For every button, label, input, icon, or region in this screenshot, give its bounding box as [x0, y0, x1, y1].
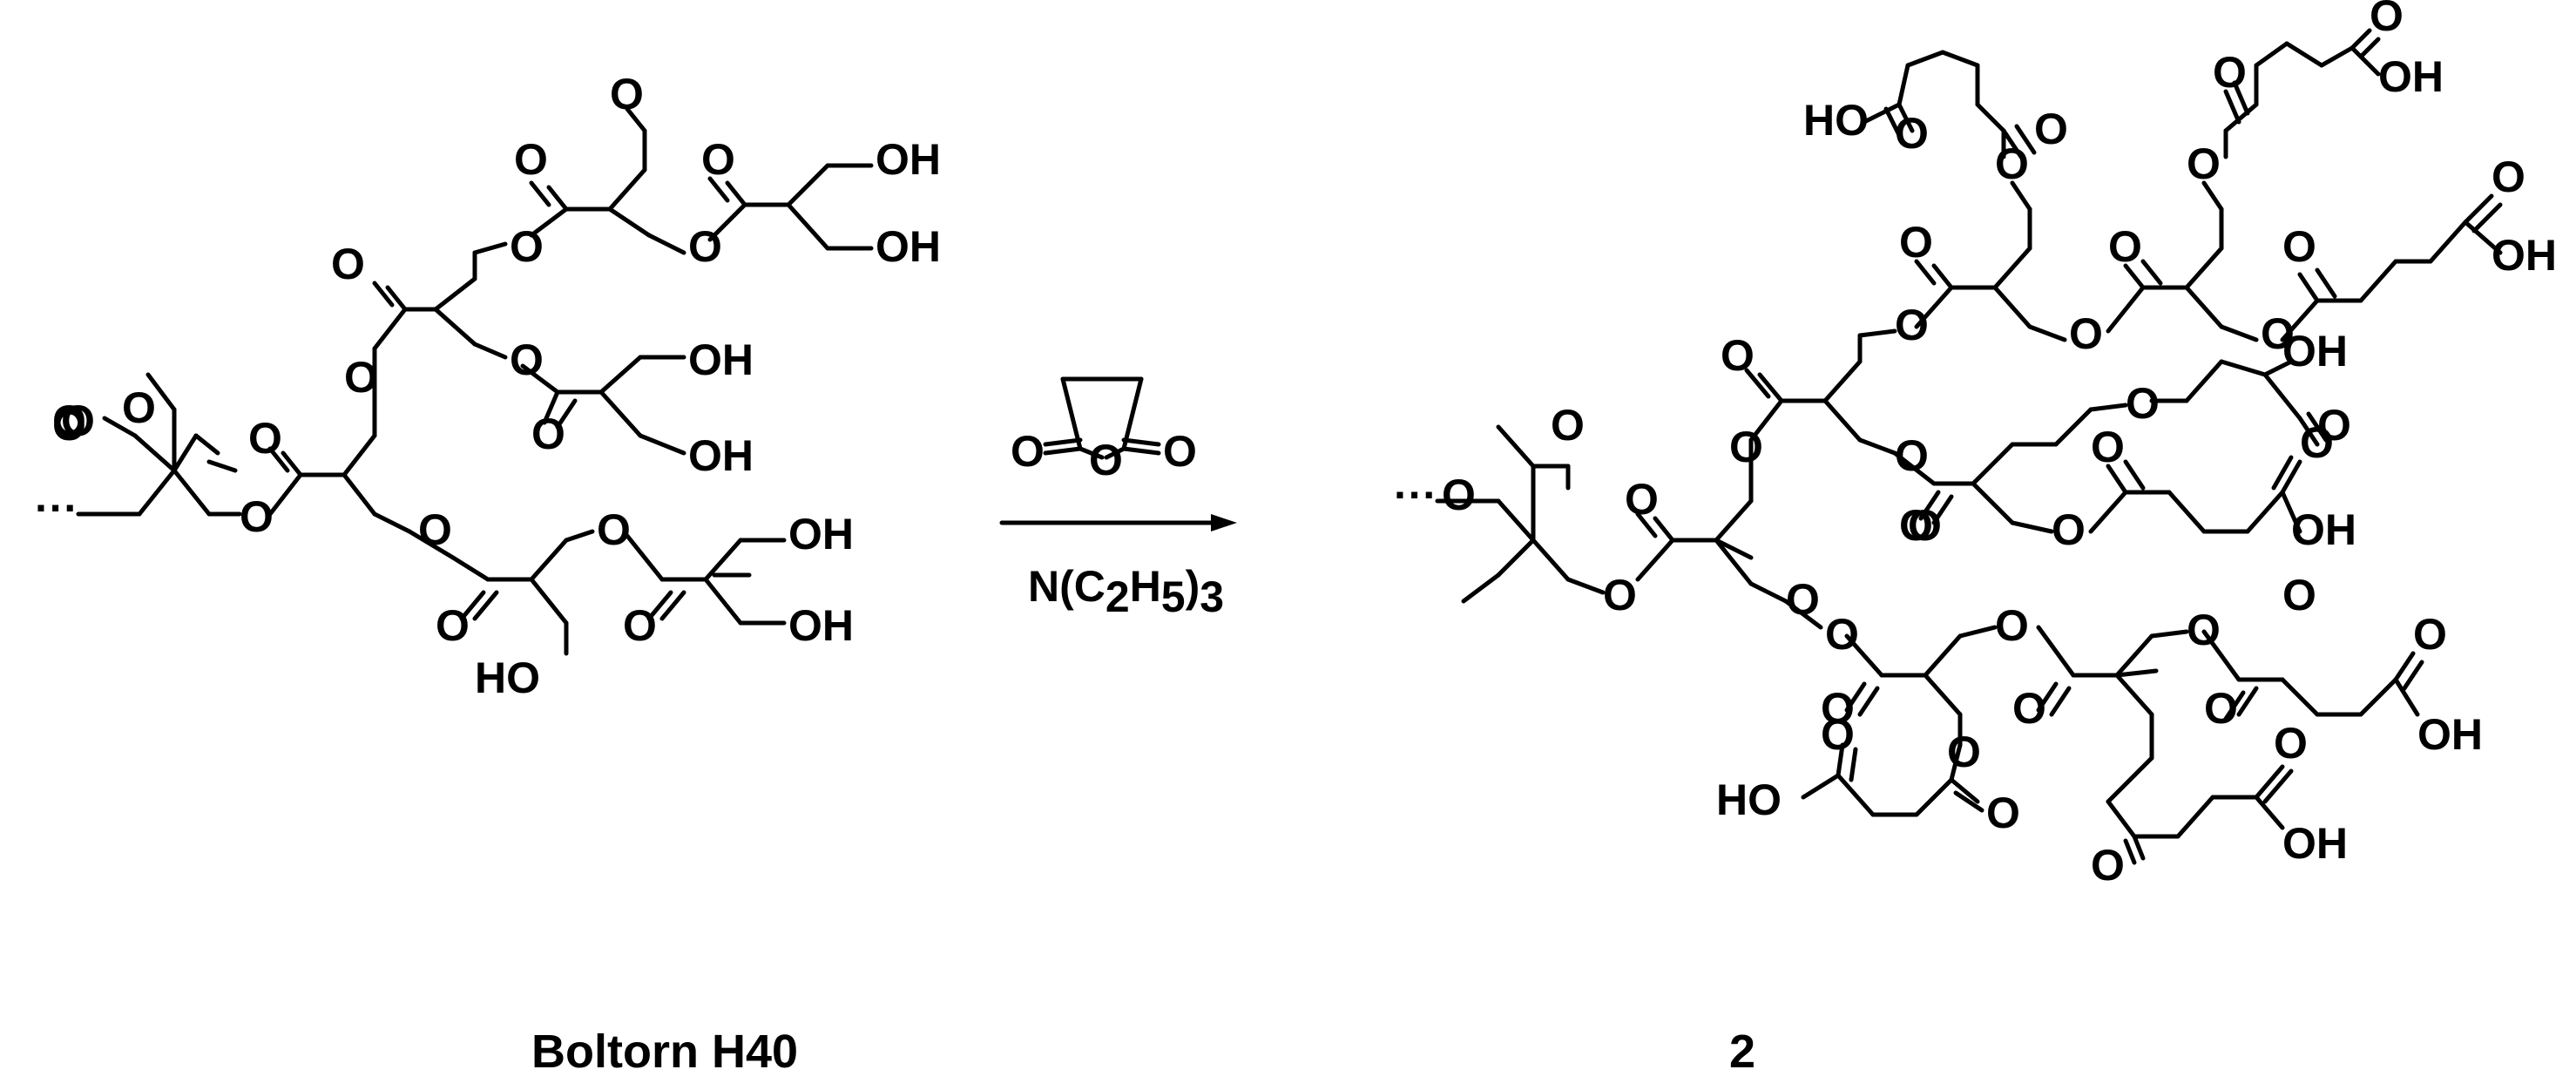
product-atom: O	[2413, 610, 2447, 659]
product-atom: O	[2012, 684, 2046, 733]
product-oh: OH	[2282, 327, 2348, 376]
product-atom: O	[1895, 431, 1929, 480]
reactant-atom: O	[418, 505, 452, 554]
reactant-atom: O	[597, 505, 631, 554]
product-atom: O	[1825, 610, 1859, 659]
product-atom: O	[1442, 470, 1476, 519]
product-atom-labels: ··· O O O O O O O O O O O O O O O O O O …	[1394, 0, 2557, 890]
reactant-atom: O	[701, 135, 735, 184]
product-atom: O	[1899, 218, 1933, 267]
product-oh: OH	[2378, 52, 2444, 101]
product-atom: O	[1729, 423, 1763, 471]
reactant-atom: O	[436, 601, 470, 650]
product-atom: O	[1908, 501, 1942, 550]
product-atom: O	[2282, 571, 2316, 619]
anhydride-atom: O	[1011, 427, 1045, 476]
product-atom: O	[2126, 379, 2160, 428]
reactant-oh: OH	[788, 601, 854, 650]
reactant-oh: OH	[788, 510, 854, 558]
product-atom: O	[2091, 423, 2125, 471]
reactant-atom: O	[510, 335, 544, 384]
product-atom: O	[1947, 728, 1981, 776]
product-atom: O	[1721, 331, 1755, 380]
product-atom: O	[2034, 105, 2068, 153]
product-atom: O	[1895, 109, 1929, 158]
product-atom: O	[2274, 719, 2308, 768]
product-atom: O	[2213, 48, 2247, 97]
reactant-atom: O	[240, 492, 274, 541]
product-oh: OH	[2491, 231, 2557, 280]
product-ho: HO	[1716, 775, 1782, 824]
product-atom: O	[2187, 139, 2221, 188]
product-atom: O	[1821, 684, 1855, 733]
product-atom: O	[1551, 401, 1585, 450]
product-oh: OH	[2282, 819, 2348, 868]
product-atom: O	[2108, 222, 2142, 271]
product-atom: O	[2052, 505, 2086, 554]
product-atom: O	[1899, 501, 1933, 550]
reactant-ho: HO	[475, 653, 540, 702]
reactant-atom: O	[331, 240, 365, 288]
product-ho: HO	[1803, 96, 1869, 145]
reactant-oh: OH	[876, 135, 941, 184]
reactant-atom: O	[344, 353, 378, 402]
reactant-dots: ···	[35, 484, 78, 532]
product-atom: O	[2491, 152, 2525, 201]
reactant-atom: O	[531, 410, 565, 458]
product-atom: O	[1603, 571, 1637, 619]
reactant-atom: O	[610, 70, 644, 118]
reactant-oh: OH	[688, 431, 754, 480]
product-atom: O	[2317, 401, 2351, 450]
product-dots: ···	[1394, 470, 1437, 519]
product-oh: OH	[2291, 505, 2356, 554]
product-atom: O	[1986, 789, 2020, 837]
reaction-arrow-head	[1211, 514, 1237, 531]
reactant-atom: O	[510, 222, 544, 271]
reactant-atom: O	[52, 401, 86, 450]
product-atom: O	[2204, 684, 2238, 733]
reactant-oh: OH	[876, 222, 941, 271]
anhydride-atom: O	[1163, 427, 1197, 476]
anhydride-atom: O	[1089, 436, 1123, 484]
product-atom: O	[2091, 841, 2125, 890]
product-atom: O	[2187, 606, 2221, 654]
reactant-oh: OH	[688, 335, 754, 384]
product-atom: O	[2261, 309, 2295, 358]
product-oh: OH	[2417, 710, 2483, 759]
reactant-caption: Boltorn H40	[531, 1025, 798, 1078]
product-atom: O	[1995, 139, 2029, 188]
product-atom: O	[1625, 475, 1659, 524]
product-atom: O	[1895, 301, 1929, 349]
reactant-structure	[76, 106, 874, 656]
reactant-atom: O	[623, 601, 657, 650]
product-atom: O	[2300, 418, 2334, 467]
product-caption: 2	[1729, 1025, 1755, 1078]
product-atom: O	[1995, 601, 2029, 650]
reactant-atom: O	[61, 396, 95, 445]
reactant-atom: O	[248, 414, 282, 463]
reaction-arrow-group: O O O N(C2H5)3	[999, 376, 1237, 621]
reactant-atom: O	[52, 396, 86, 445]
reactant-atom: O	[122, 383, 156, 432]
reactant-atom-labels: ··· O O O O O O O O O O O O O O OH OH OH…	[35, 70, 941, 702]
reactant-atom: O	[688, 222, 722, 271]
conditions-label: N(C2H5)3	[1028, 562, 1224, 621]
product-atom: O	[1786, 575, 1820, 624]
reactant-atom: O	[514, 135, 548, 184]
product-atom: O	[2069, 309, 2103, 358]
product-atom: O	[2370, 0, 2404, 40]
product-atom: O	[1821, 710, 1855, 759]
product-structure	[1435, 28, 2503, 865]
product-atom: O	[2282, 222, 2316, 271]
